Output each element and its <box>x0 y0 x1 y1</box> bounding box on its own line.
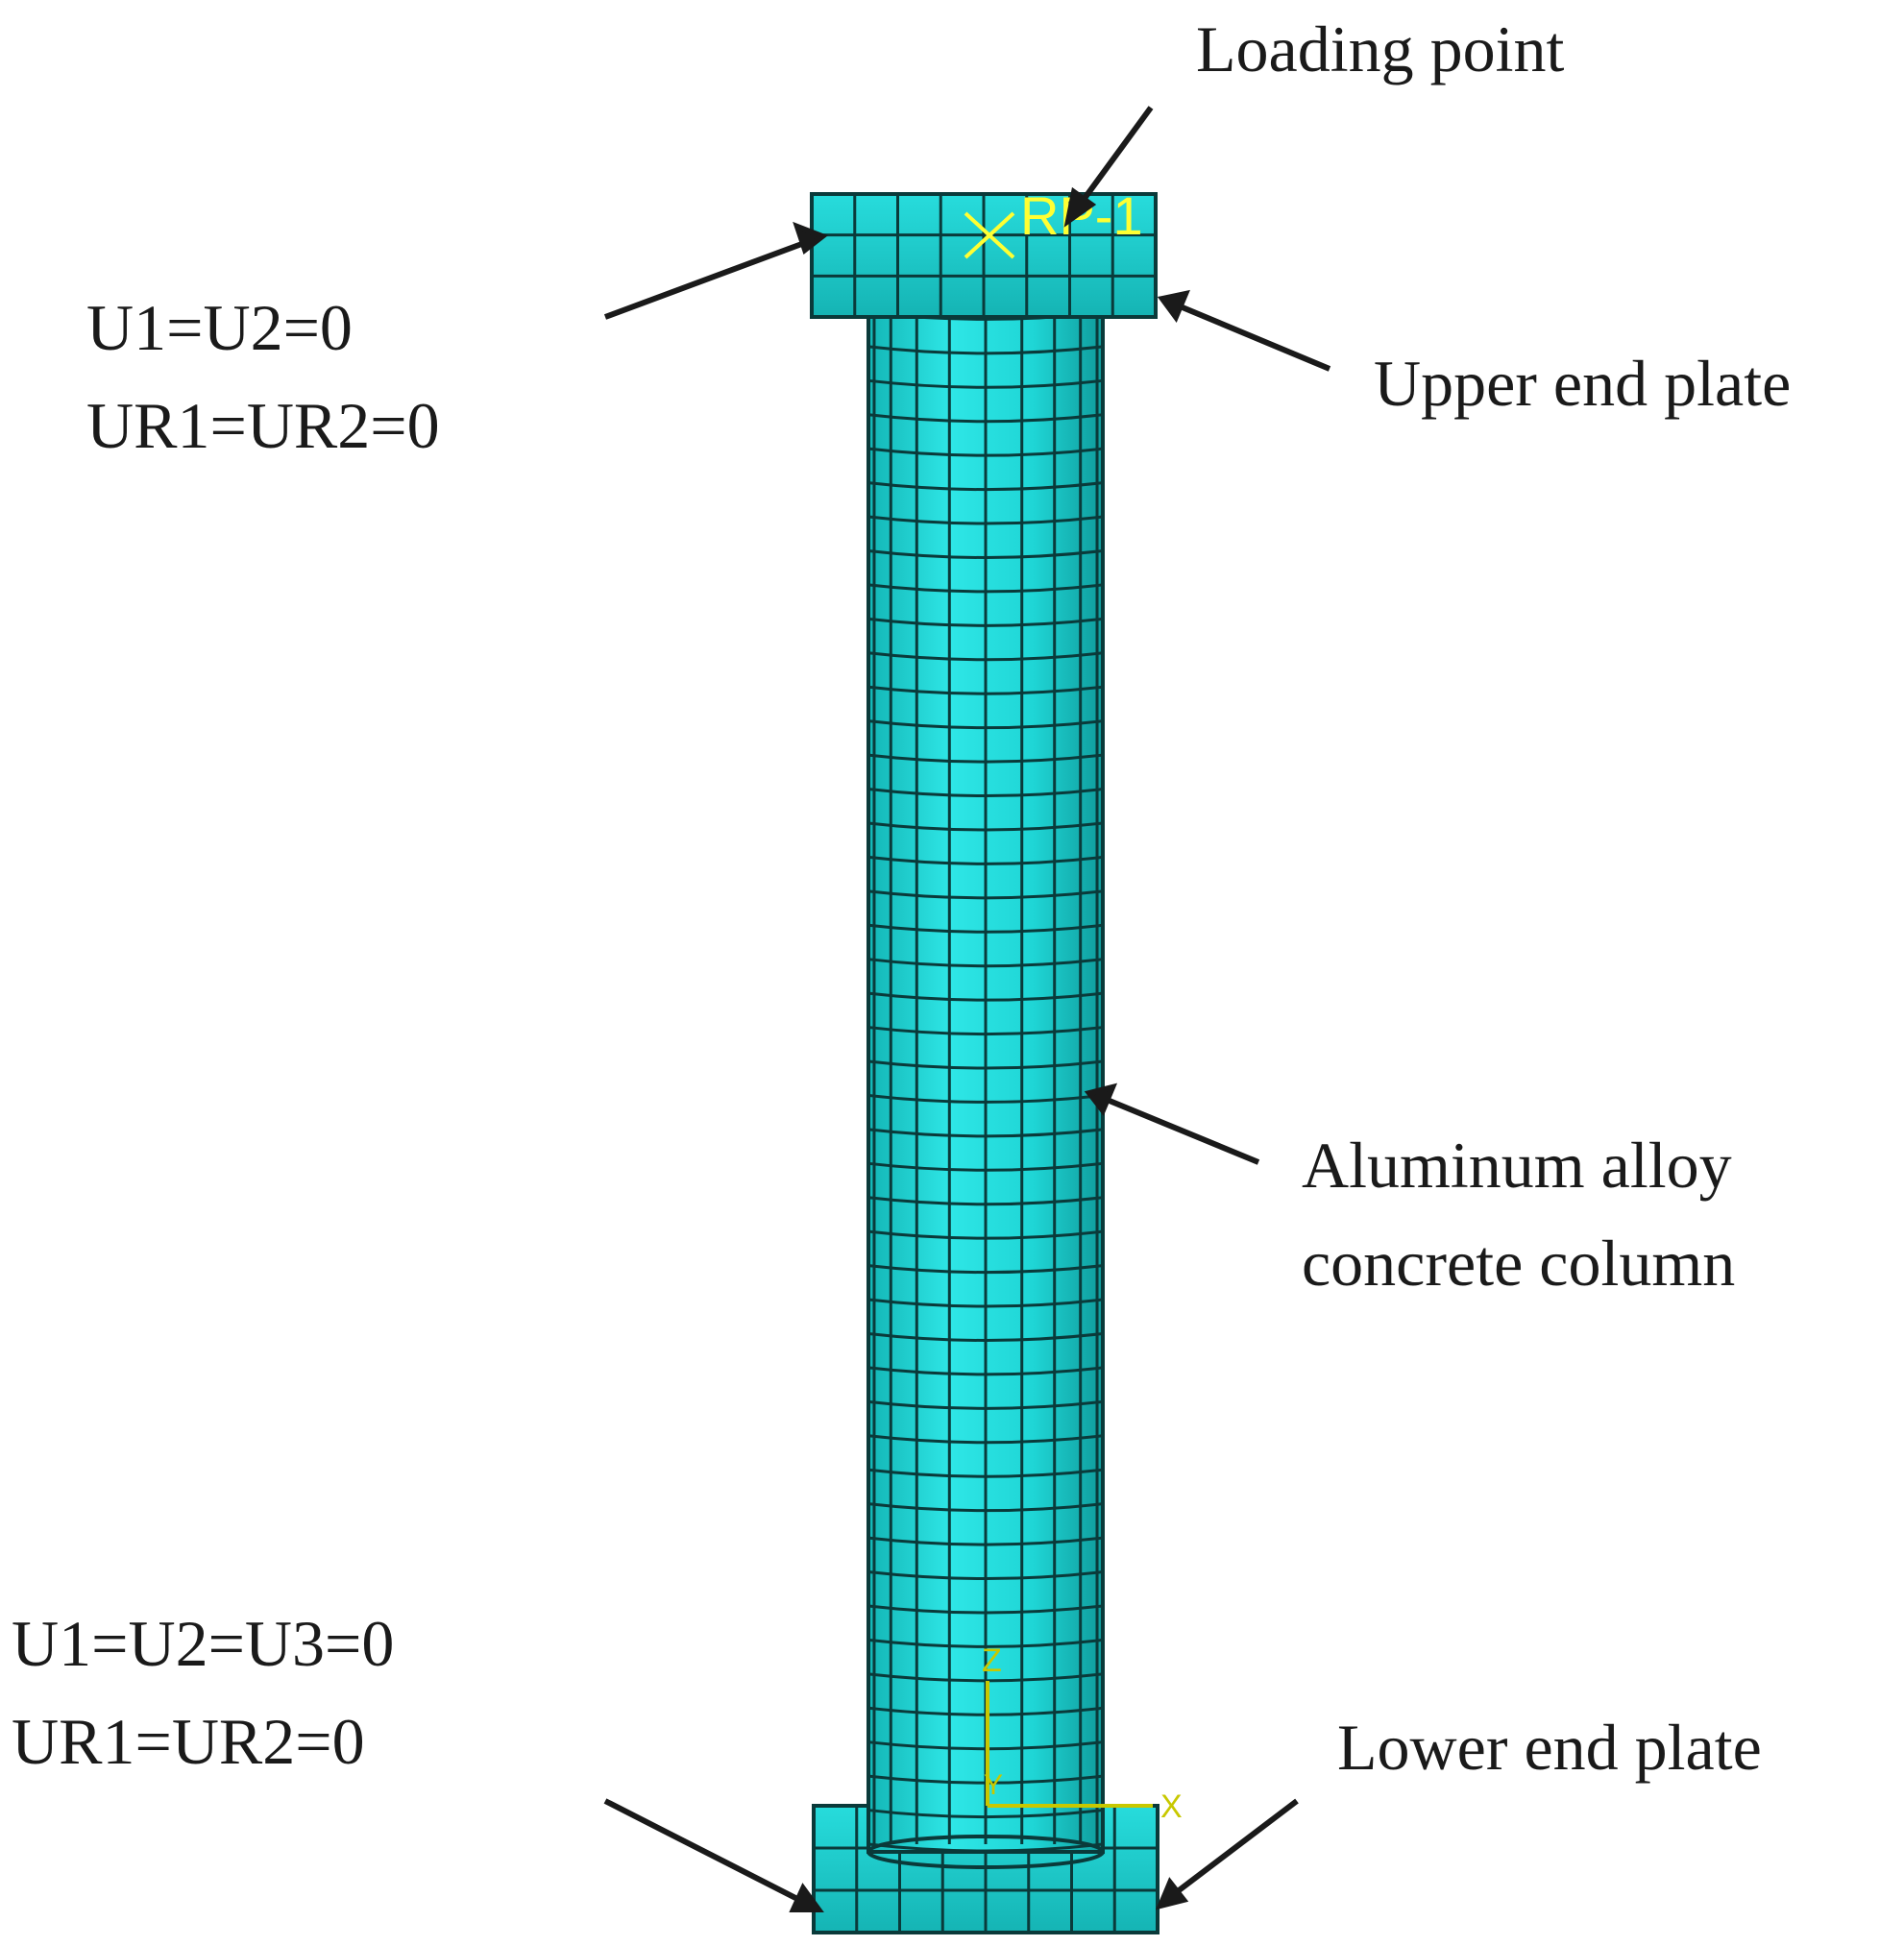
lower-bc-line-1: U1=U2=U3=0 <box>12 1607 395 1680</box>
mesh-ring <box>867 1638 1104 1648</box>
upper-end-plate-arrow <box>1157 289 1331 372</box>
mesh-ring <box>867 991 1104 1002</box>
loading-point-arrow <box>1063 106 1154 228</box>
mesh-ring <box>867 481 1104 492</box>
mesh-ring <box>867 1161 1104 1172</box>
lower-end-plate-label: Lower end plate <box>1337 1711 1762 1784</box>
mesh-ring <box>867 1842 1104 1853</box>
upper-end-plate <box>810 192 1158 319</box>
mesh-ring <box>867 1604 1104 1615</box>
mesh-ring <box>867 855 1104 865</box>
mesh-ring <box>867 685 1104 695</box>
coordinate-triad: Z Y X <box>982 1642 1183 1825</box>
mesh-ring <box>867 447 1104 457</box>
lower-bc-arrow <box>603 1798 824 1912</box>
axis-z-label: Z <box>982 1642 1002 1679</box>
mesh-ring <box>867 1093 1104 1104</box>
mesh-ring <box>867 1399 1104 1410</box>
rp-cross-b <box>964 211 1015 259</box>
aluminum-alloy-concrete-column <box>867 242 1105 1869</box>
mesh-ring <box>867 753 1104 764</box>
axis-y-label: Y <box>984 1769 1003 1801</box>
mesh-ring <box>867 1809 1104 1819</box>
upper-bc-arrow <box>603 221 829 320</box>
upper-end-plate-label: Upper end plate <box>1374 347 1792 420</box>
upper-bc-line-2: UR1=UR2=0 <box>86 389 440 462</box>
upper-boundary-condition-label: U1=U2=0 UR1=UR2=0 <box>86 279 440 474</box>
column-label-line-2: concrete column <box>1302 1227 1736 1300</box>
mesh-ring <box>867 1264 1104 1275</box>
loading-point-label: Loading point <box>1196 12 1565 85</box>
upper-bc-line-1: U1=U2=0 <box>86 291 353 364</box>
mesh-ring <box>867 1672 1104 1683</box>
mesh-ring <box>867 889 1104 900</box>
mesh-ring <box>867 617 1104 627</box>
mesh-ring <box>867 378 1104 389</box>
mesh-ring <box>867 958 1104 968</box>
lower-end-plate-arrow <box>1155 1798 1299 1910</box>
mesh-ring <box>867 1128 1104 1138</box>
column-mesh <box>867 277 1104 1853</box>
mesh-ring <box>867 548 1104 559</box>
mesh-ring <box>867 1366 1104 1376</box>
mesh-ring <box>867 1536 1104 1546</box>
mesh-ring <box>867 1196 1104 1206</box>
mesh-ring <box>867 1331 1104 1342</box>
column-arrow <box>1084 1082 1260 1165</box>
mesh-ring <box>867 583 1104 594</box>
axis-x-label: X <box>1160 1788 1183 1825</box>
mesh-ring <box>867 651 1104 662</box>
mesh-ring <box>867 1434 1104 1445</box>
mesh-ring <box>867 1059 1104 1070</box>
mesh-ring <box>867 413 1104 424</box>
mesh-ring <box>867 788 1104 798</box>
mesh-ring <box>867 923 1104 934</box>
mesh-ring <box>867 1570 1104 1581</box>
mesh-ring <box>867 821 1104 832</box>
mesh-ring <box>867 345 1104 355</box>
mesh-ring <box>867 719 1104 730</box>
mesh-ring <box>867 515 1104 525</box>
column-label-line-1: Aluminum alloy <box>1302 1129 1732 1202</box>
mesh-ring <box>867 1468 1104 1478</box>
mesh-ring <box>867 1502 1104 1513</box>
upper-plate-mesh <box>812 194 1156 317</box>
lower-bc-line-2: UR1=UR2=0 <box>12 1705 365 1778</box>
mesh-ring <box>867 1026 1104 1036</box>
column-label: Aluminum alloy concrete column <box>1302 1116 1735 1312</box>
mesh-ring <box>867 1298 1104 1308</box>
leader-arrows <box>603 106 1331 1912</box>
mesh-ring <box>867 1229 1104 1240</box>
lower-boundary-condition-label: U1=U2=U3=0 UR1=UR2=0 <box>12 1594 394 1790</box>
column-bottom-edge <box>867 1835 1105 1869</box>
